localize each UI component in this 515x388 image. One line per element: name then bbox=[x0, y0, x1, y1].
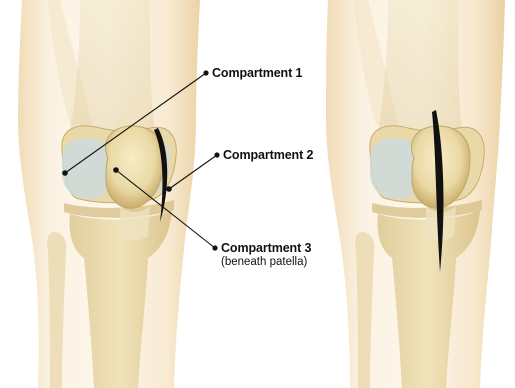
femur-right bbox=[378, 0, 462, 132]
label-compartment-2-text: Compartment 2 bbox=[223, 149, 313, 162]
leader-dot-3 bbox=[212, 245, 217, 250]
label-compartment-1-text: Compartment 1 bbox=[212, 67, 302, 80]
label-compartment-2: Compartment 2 bbox=[223, 149, 313, 162]
label-compartment-3-text: Compartment 3 bbox=[221, 242, 311, 255]
leader-line-endpoints bbox=[203, 70, 219, 250]
label-compartment-3-note: (beneath patella) bbox=[221, 256, 311, 268]
leader-dot-1 bbox=[203, 70, 208, 75]
knee-illustration-left bbox=[18, 0, 200, 388]
knee-illustration-right bbox=[326, 0, 505, 388]
femur-left bbox=[70, 0, 155, 132]
leader-dot-2 bbox=[214, 152, 219, 157]
label-compartment-3: Compartment 3 (beneath patella) bbox=[221, 242, 311, 268]
label-compartment-1: Compartment 1 bbox=[212, 67, 302, 80]
